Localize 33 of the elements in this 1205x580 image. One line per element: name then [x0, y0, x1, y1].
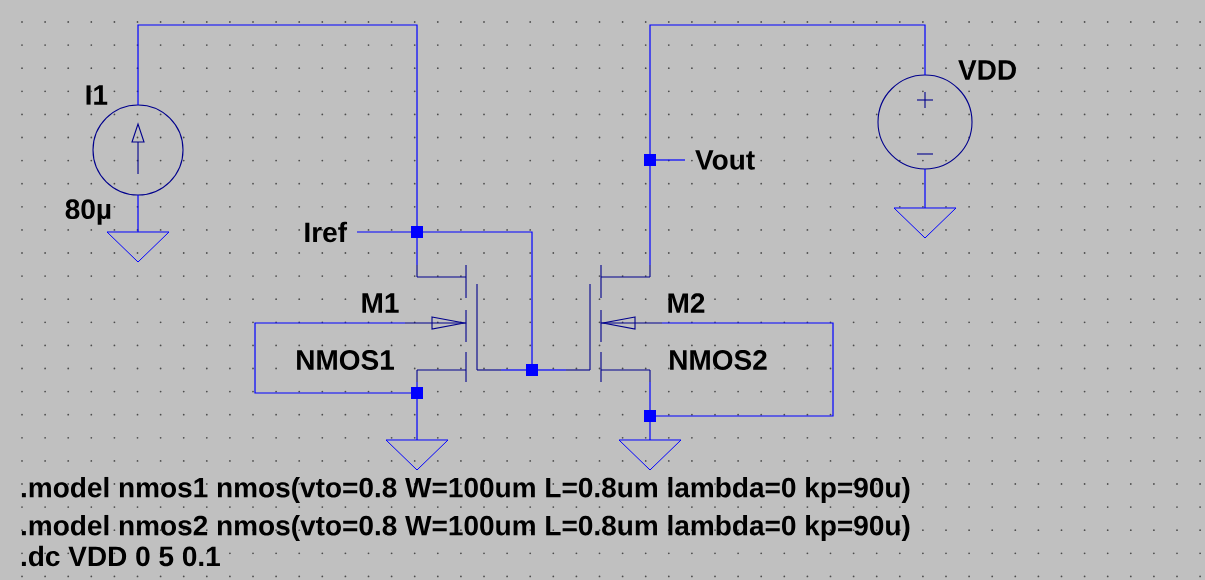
wire: [649, 165, 651, 266]
component-label: M2: [668, 293, 705, 313]
wire: [500, 369, 527, 371]
wire: [655, 159, 686, 161]
wire: [137, 194, 139, 225]
wire: [649, 421, 651, 433]
wire: [649, 24, 926, 155]
net-label: Iref: [305, 221, 348, 243]
ground-symbol: [106, 223, 170, 263]
wire: [356, 231, 412, 233]
wire: [137, 24, 418, 227]
spice-directive: .dc VDD 0 5 0.1: [21, 545, 220, 567]
wire: [254, 322, 412, 394]
component-label: M1: [362, 293, 399, 313]
ground-symbol: [893, 199, 957, 239]
spice-directive: .model nmos2 nmos(vto=0.8 W=100um L=0.8um lambda=0 kp=90u): [21, 514, 910, 542]
wire: [649, 381, 651, 411]
model-name: NMOS1: [297, 350, 394, 370]
ground-symbol: [385, 431, 449, 471]
component-label: I1: [86, 85, 108, 105]
wire: [416, 237, 418, 266]
wire: [416, 381, 418, 388]
wire: [655, 322, 834, 417]
component-label: VDD: [958, 60, 1016, 80]
wire: [924, 168, 926, 201]
wire: [422, 231, 533, 365]
ground-symbol: [618, 431, 682, 471]
wire: [416, 398, 418, 433]
component-value: 80µ: [65, 199, 111, 225]
wire: [537, 369, 567, 371]
spice-directive: .model nmos1 nmos(vto=0.8 W=100um L=0.8um lambda=0 kp=90u): [21, 476, 910, 504]
net-label: Vout: [695, 150, 755, 170]
model-name: NMOS2: [670, 350, 767, 370]
